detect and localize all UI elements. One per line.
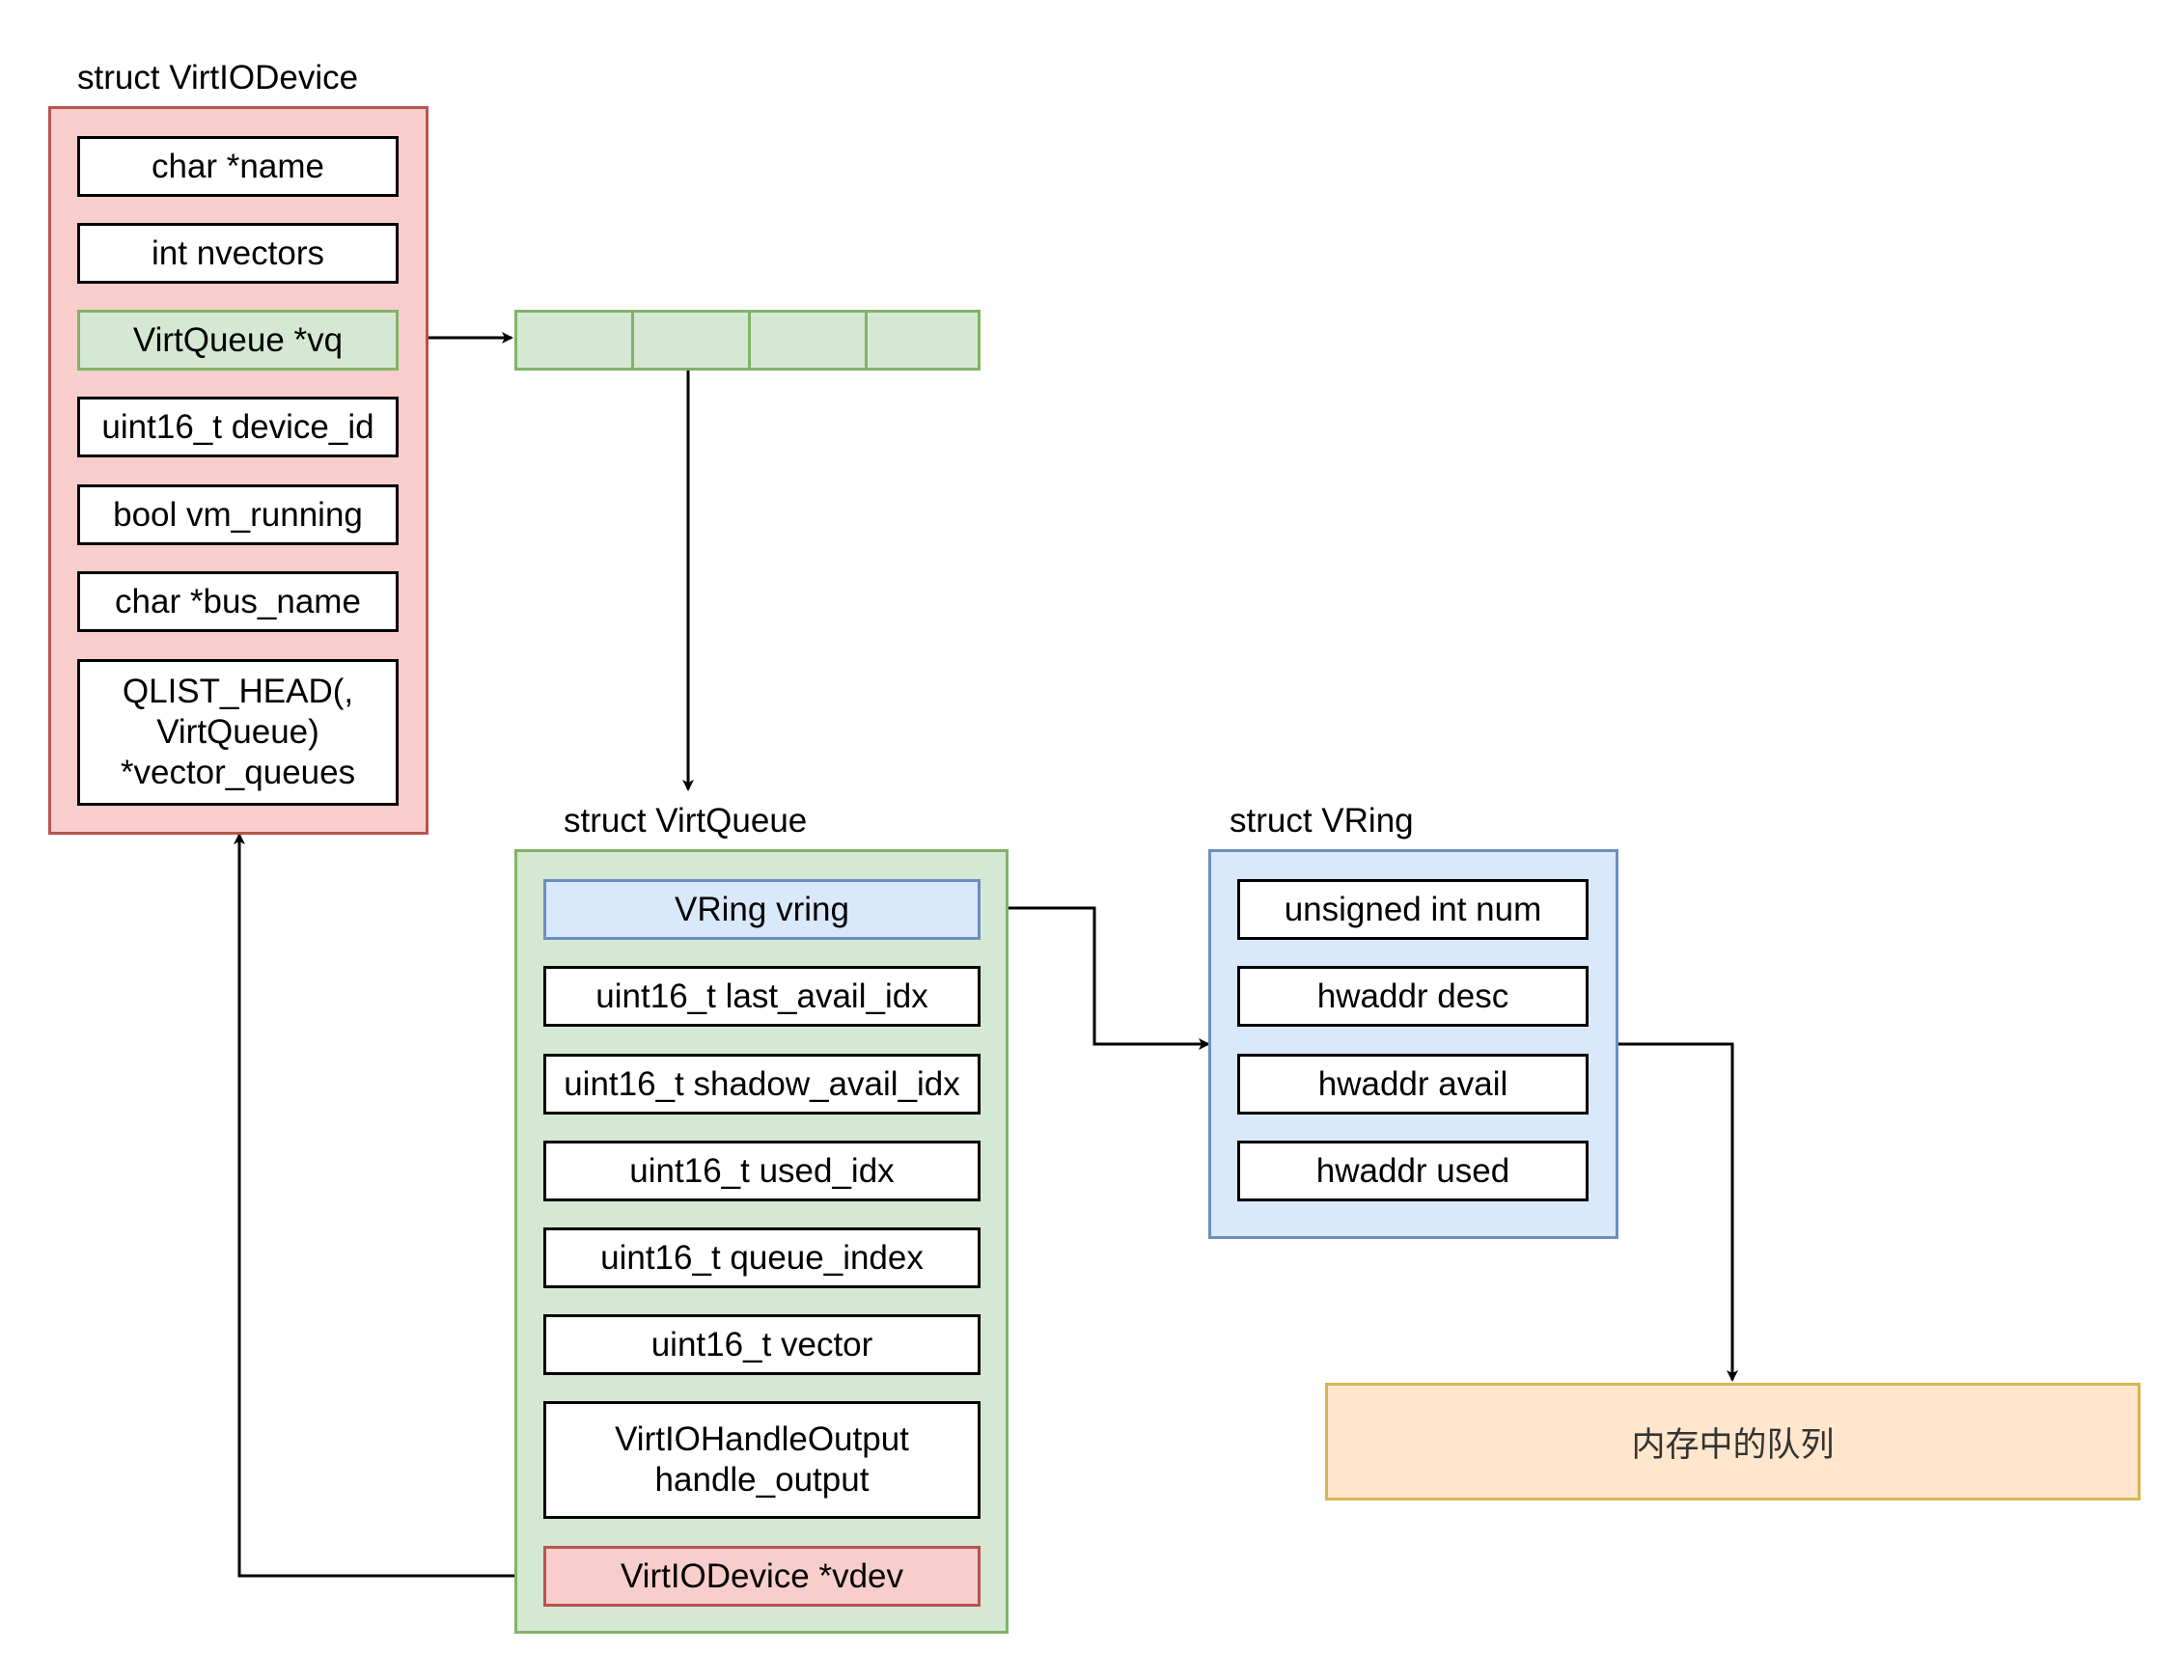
arrow-vring-to-struct-vring [980,906,1210,1050]
field-device-id: uint16_t device_id [77,397,399,457]
field-name: char *name [77,136,399,197]
field-bus-name: char *bus_name [77,571,399,632]
field-avail: hwaddr avail [1237,1054,1589,1115]
virt-queue-title: struct VirtQueue [564,802,808,840]
arrow-vdev-to-virtiodevice [234,833,543,1578]
field-num: unsigned int num [1237,879,1589,940]
virtio-device-title: struct VirtIODevice [77,59,359,96]
vq-array-cell [514,310,634,371]
field-vring: VRing vring [543,879,981,940]
vq-array-cell [865,310,981,371]
field-desc: hwaddr desc [1237,966,1589,1027]
field-vdev: VirtIODevice *vdev [543,1546,981,1607]
field-nvectors: int nvectors [77,223,399,284]
vring-title: struct VRing [1230,802,1414,840]
field-used: hwaddr used [1237,1141,1589,1201]
field-vector-queues: QLIST_HEAD(, VirtQueue) *vector_queues [77,659,399,806]
vq-array-cell [631,310,751,371]
memory-queue-box: 内存中的队列 [1325,1383,2141,1501]
vq-array-cell [748,310,868,371]
field-vm-running: bool vm_running [77,484,399,545]
field-last-avail-idx: uint16_t last_avail_idx [543,966,981,1027]
field-handle-output: VirtIOHandleOutput handle_output [543,1401,981,1519]
field-vq: VirtQueue *vq [77,310,399,371]
field-shadow-avail-idx: uint16_t shadow_avail_idx [543,1054,981,1115]
field-queue-index: uint16_t queue_index [543,1227,981,1288]
field-vector: uint16_t vector [543,1314,981,1375]
arrow-vring-to-memory [1617,1042,1738,1382]
field-used-idx: uint16_t used_idx [543,1141,981,1201]
